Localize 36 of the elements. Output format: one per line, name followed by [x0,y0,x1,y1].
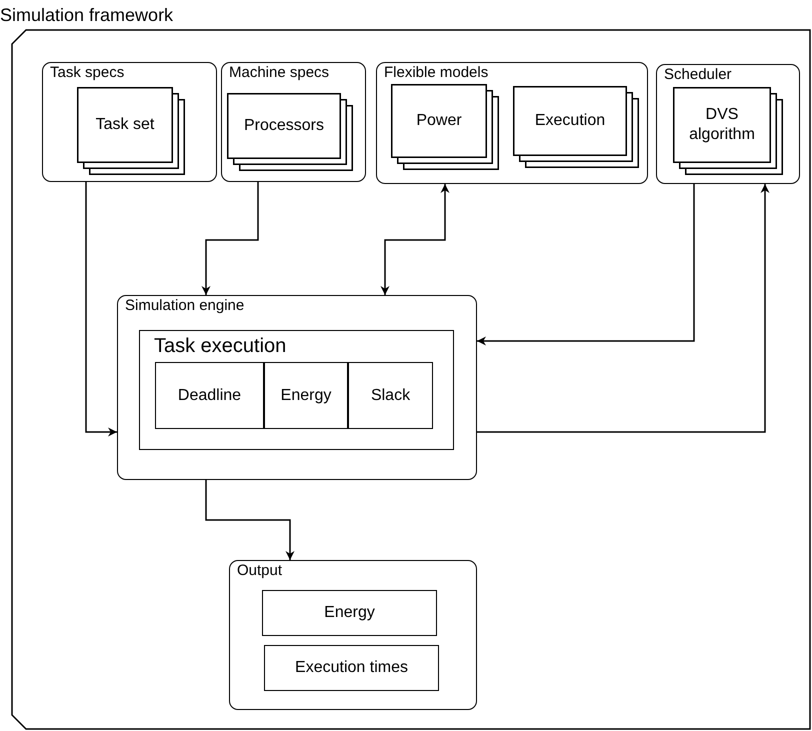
group-box [229,560,477,710]
field-box: Slack [348,362,433,429]
group-title: Machine specs [229,64,330,82]
box-label: Execution [534,111,606,131]
group-box [42,62,217,182]
arrow [205,480,294,560]
box-label: Power [415,111,463,131]
arrow [202,182,259,295]
frame-title: Simulation framework [0,4,174,26]
field-box: Energy [264,362,348,429]
field-box: Energy [262,590,437,636]
arrow [477,184,770,433]
arrow [85,182,117,436]
group-box [117,295,477,480]
stacked-box [391,84,499,170]
stacked-box [77,87,185,175]
stacked-box [227,93,353,171]
field-box: Deadline [155,362,264,429]
field-box: Execution times [264,645,439,691]
stacked-box [673,87,783,175]
box-label: Task set [94,115,156,135]
group-title: Task execution [154,334,286,359]
group-title: Scheduler [664,66,732,84]
group-title: Output [237,562,282,580]
box-label: DVS algorithm [688,105,756,145]
group-box [221,62,366,182]
group-title: Simulation engine [125,297,244,315]
group-title: Task specs [50,64,124,82]
arrow [380,184,450,295]
box-label: Processors [242,116,326,136]
stacked-box [513,86,639,168]
group-title: Flexible models [384,64,488,82]
panel-box [139,330,454,450]
arrow [477,184,695,346]
group-box [376,62,648,184]
group-box [656,64,800,184]
